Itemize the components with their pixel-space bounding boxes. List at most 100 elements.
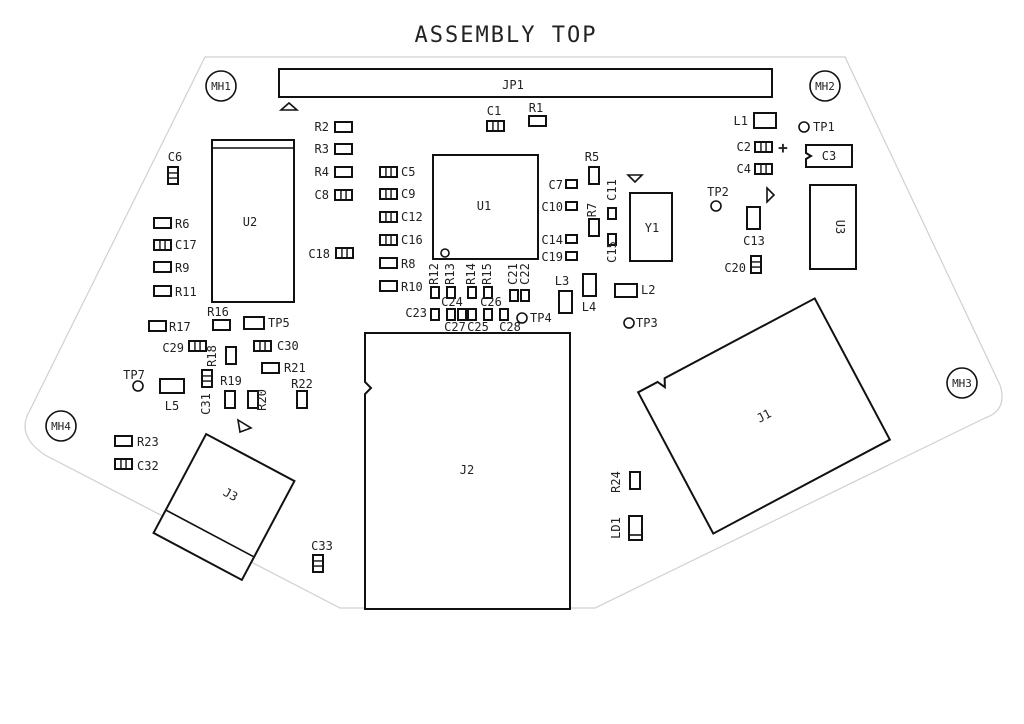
r24-label: R24 xyxy=(609,471,623,493)
capacitor-c16: C16 xyxy=(379,233,423,247)
part-c23: C23 xyxy=(405,306,440,321)
r18-label: R18 xyxy=(205,345,219,367)
part-r16: R16 xyxy=(207,305,231,331)
c7-label: C7 xyxy=(549,178,563,192)
capacitor-c6: C6 xyxy=(167,150,182,185)
r20-label: R20 xyxy=(255,389,269,411)
y1-marker-icon xyxy=(626,174,644,184)
part-c10: C10 xyxy=(541,200,578,214)
part-c15: C15 xyxy=(605,233,619,263)
c5-label: C5 xyxy=(401,165,415,179)
part-r17: R17 xyxy=(148,320,191,334)
passive-components: R1C1R2R3R4C8C6R6C17R9R11C5C9C12C16R8R10C… xyxy=(114,101,777,573)
connector-j1: J1 xyxy=(636,297,892,535)
y1-label: Y1 xyxy=(645,221,659,235)
board-outline xyxy=(24,56,1003,609)
r23-label: R23 xyxy=(137,435,159,449)
c30-label: C30 xyxy=(277,339,299,353)
capacitor-c33: C33 xyxy=(311,539,333,573)
part-l3: L3 xyxy=(555,274,573,314)
capacitor-c5: C5 xyxy=(379,165,415,179)
c21-label: C21 xyxy=(506,263,520,285)
r16-label: R16 xyxy=(207,305,229,319)
r19-label: R19 xyxy=(220,374,242,388)
part-r23: R23 xyxy=(114,435,159,449)
part-c13: C13 xyxy=(743,206,765,248)
c2-polarity-mark: + xyxy=(778,138,788,157)
part-r8: R8 xyxy=(379,257,415,271)
part-r6: R6 xyxy=(153,217,189,231)
l3-label: L3 xyxy=(555,274,569,288)
crystal-y1: Y1 xyxy=(626,174,673,262)
test-point-tp5: TP5 xyxy=(243,316,290,330)
c16-label: C16 xyxy=(401,233,423,247)
r21-label: R21 xyxy=(284,361,306,375)
r2-label: R2 xyxy=(315,120,329,134)
mh4-label: MH4 xyxy=(51,420,71,433)
part-r21: R21 xyxy=(261,361,306,375)
part-c14: C14 xyxy=(541,233,578,247)
test-point-tp7: TP7 xyxy=(123,368,145,392)
c22-label: C22 xyxy=(518,263,532,285)
connector-j2: J2 xyxy=(364,332,571,610)
part-r11: R11 xyxy=(153,285,197,299)
part-r10: R10 xyxy=(379,280,423,294)
r7-label: R7 xyxy=(585,203,599,217)
j1-label: J1 xyxy=(754,406,773,425)
mh1-label: MH1 xyxy=(211,80,231,93)
test-point-tp3: TP3 xyxy=(623,316,658,330)
r13-label: R13 xyxy=(443,263,457,285)
j2-label: J2 xyxy=(460,463,474,477)
part-r14: R14 xyxy=(464,263,478,299)
ic-u1: U1 xyxy=(432,154,539,260)
part-r7: R7 xyxy=(585,203,600,237)
r10-label: R10 xyxy=(401,280,423,294)
c6-label: C6 xyxy=(168,150,182,164)
c26-label: C26 xyxy=(480,295,502,309)
part-r18: R18 xyxy=(205,345,237,367)
u3-marker-icon xyxy=(766,186,776,204)
c25-label: C25 xyxy=(467,320,489,334)
capacitor-c20: C20 xyxy=(724,255,762,275)
c11-label: C11 xyxy=(605,179,619,201)
part-c24: C24 xyxy=(441,295,463,321)
c23-label: C23 xyxy=(405,306,427,320)
capacitor-c29: C29 xyxy=(162,340,207,355)
tp7-label: TP7 xyxy=(123,368,145,382)
r4-label: R4 xyxy=(315,165,329,179)
test-point-tp2: TP2 xyxy=(707,185,729,212)
part-r24: R24 xyxy=(609,471,641,493)
c18-label: C18 xyxy=(308,247,330,261)
part-r9: R9 xyxy=(153,261,189,275)
tp1-label: TP1 xyxy=(813,120,835,134)
part-r4: R4 xyxy=(315,165,353,179)
jp1-label: JP1 xyxy=(502,78,524,92)
part-r2: R2 xyxy=(315,120,353,134)
c8-label: C8 xyxy=(315,188,329,202)
drawing-title: ASSEMBLY TOP xyxy=(415,23,598,48)
part-c11: C11 xyxy=(605,179,619,220)
mh2-label: MH2 xyxy=(815,80,835,93)
c33-label: C33 xyxy=(311,539,333,553)
l4-label: L4 xyxy=(582,300,596,314)
c9-label: C9 xyxy=(401,187,415,201)
l5-label: L5 xyxy=(165,399,179,413)
r14-label: R14 xyxy=(464,263,478,285)
c19-label: C19 xyxy=(541,250,563,264)
ld1-label: LD1 xyxy=(609,517,623,539)
part-r5: R5 xyxy=(585,150,600,185)
part-r22: R22 xyxy=(291,377,313,409)
c28-label: C28 xyxy=(499,320,521,334)
r8-label: R8 xyxy=(401,257,415,271)
pin1-marker-icon xyxy=(278,101,300,111)
test-point-tp4: TP4 xyxy=(516,311,552,325)
c14-label: C14 xyxy=(541,233,563,247)
l1-label: L1 xyxy=(734,114,748,128)
r1-label: R1 xyxy=(529,101,543,115)
mounting-hole-mh4: MH4 xyxy=(45,410,77,442)
part-r19: R19 xyxy=(220,374,242,409)
mh3-label: MH3 xyxy=(952,377,972,390)
part-c25: C25 xyxy=(467,308,489,334)
l2-label: L2 xyxy=(641,283,655,297)
part-r20: R20 xyxy=(247,389,269,411)
